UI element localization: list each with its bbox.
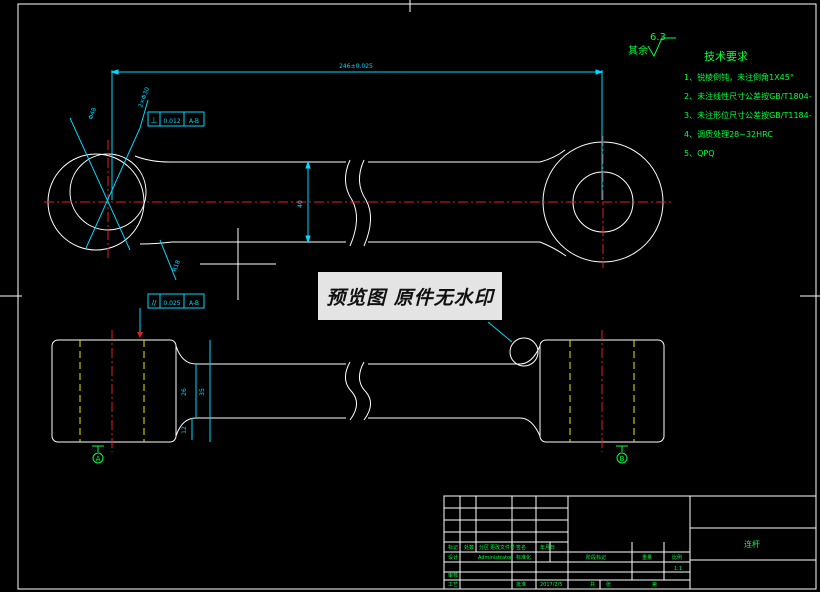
roughness-symbol: 其余 6.3 (628, 32, 676, 58)
tech-req-3: 3、未注形位尺寸公差按GB/T1184- (684, 110, 812, 120)
tb-mark: 标记 (448, 544, 458, 551)
tb-change-doc: 更改文件号 (490, 544, 515, 551)
gdt-top-symbol: ⊥ (151, 116, 158, 125)
tech-req-1: 1、锐棱倒钝，未注倒角1X45° (684, 72, 794, 82)
height-dim-label: 40 (297, 200, 304, 208)
tb-zone: 分区 (479, 544, 489, 551)
tb-count: 处数 (464, 544, 474, 551)
shank-upper-right (368, 149, 566, 163)
top-view: 246±0.025 40 Φ48 2×Φ30 R18 ⊥ 0.012 A-B (44, 63, 672, 300)
notch-arc (509, 337, 539, 367)
datum-a-label: A (96, 455, 101, 463)
tb-stage-label: 阶段标记 (586, 554, 606, 561)
gdt-side-symbol: // (152, 299, 157, 307)
break-line-2 (359, 159, 371, 247)
step-dim-label: 12 (181, 426, 188, 434)
tech-req-2: 2、未注线性尺寸公差按GB/T1804- (684, 91, 812, 101)
tb-part-name: 连杆 (744, 539, 760, 549)
gdt-frame-top (147, 111, 205, 127)
tb-approve-label: 批准 (516, 581, 526, 588)
tb-date-col: 年月日 (540, 544, 555, 551)
gdt-top-value: 0.012 (163, 118, 180, 125)
width-dim-label: 26 (181, 388, 188, 396)
tb-review-label: 审核 (448, 572, 458, 579)
tb-process-label: 工艺 (448, 582, 458, 588)
tb-standardize: 标准化 (516, 554, 531, 561)
gdt-top-datum: A-B (189, 118, 199, 125)
bore-dim-label: 2×Φ30 (137, 86, 151, 108)
centering-marks (0, 0, 820, 297)
shank-lower-right (368, 241, 567, 257)
radius-dim-label: R18 (171, 259, 182, 273)
svg-text:6.3: 6.3 (650, 32, 666, 43)
shank-upper-left (134, 155, 346, 163)
title-block (443, 495, 817, 590)
left-boss (51, 339, 177, 443)
tb-sheet-total: 共 (590, 581, 595, 588)
tech-requirements-title: 技术要求 (704, 50, 748, 63)
overall-length-label: 246±0.025 (339, 63, 373, 70)
tech-req-5: 5、QPQ (684, 149, 715, 158)
tb-signature: 签名 (516, 544, 526, 551)
tb-sheet-no: 第 (652, 581, 657, 588)
tb-designer: Administrator (478, 555, 513, 561)
datum-b-label: B (620, 455, 625, 463)
gdt-side-value: 0.025 (163, 300, 180, 307)
tb-designer-label: 设计 (448, 554, 458, 561)
tb-sheet-unit: 张 (606, 581, 611, 588)
tb-weight-label: 重量 (642, 554, 652, 561)
gdt-frame-side (147, 293, 205, 309)
tb-scale: 1:1 (674, 566, 682, 572)
watermark-overlay: 预览图 原件无水印 (318, 272, 502, 320)
tech-req-4: 4、调质处理28~32HRC (684, 129, 773, 139)
tb-date: 2017/2/5 (540, 582, 562, 588)
tb-scale-label: 比例 (672, 554, 682, 561)
svg-text:其余: 其余 (628, 44, 648, 57)
gdt-side-datum: A-B (189, 300, 199, 307)
thickness-dim-label: 35 (199, 388, 206, 396)
shank-lower-left (139, 241, 346, 245)
diameter-dim-label: Φ48 (87, 107, 98, 121)
bottom-view: 35 26 12 // 0.025 A-B A B (51, 293, 665, 464)
break-line-1 (345, 159, 357, 247)
